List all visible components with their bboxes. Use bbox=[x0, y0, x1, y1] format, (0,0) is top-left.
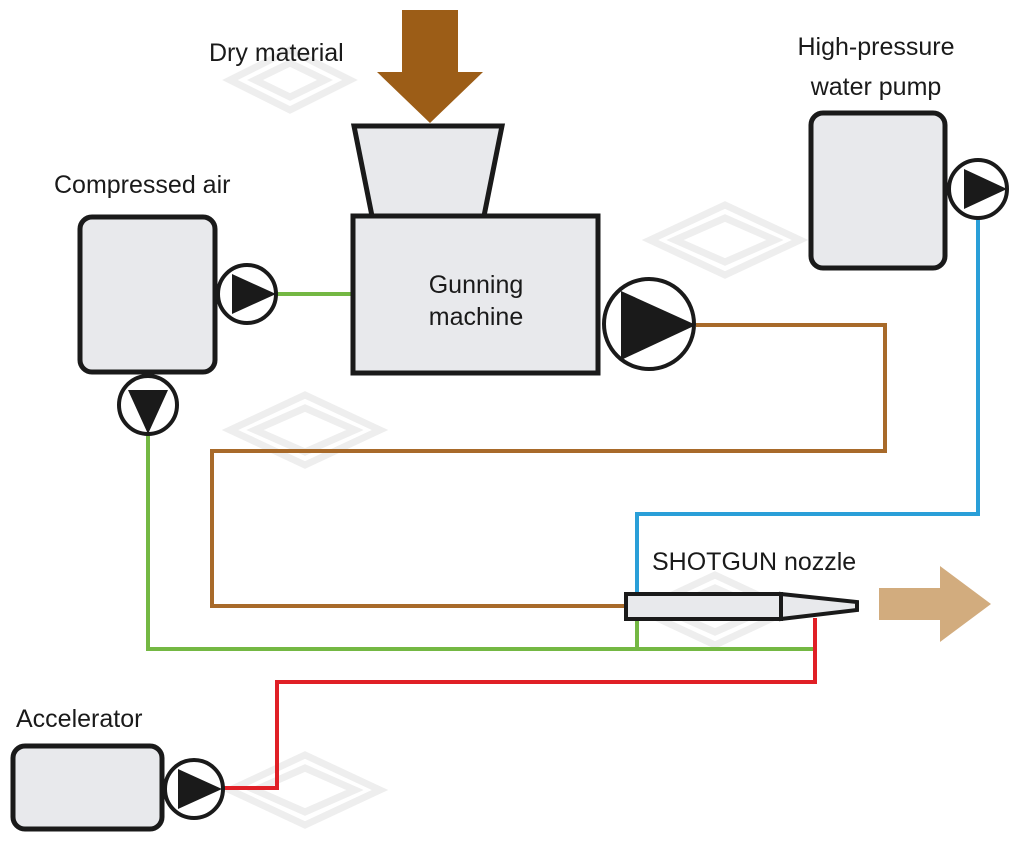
compressed-air-label: Compressed air bbox=[54, 171, 230, 199]
shotgun-nozzle bbox=[624, 591, 859, 622]
accelerator-label: Accelerator bbox=[16, 705, 142, 733]
water-pump-unit bbox=[808, 110, 948, 271]
material-line bbox=[210, 323, 887, 608]
output-arrow bbox=[879, 566, 991, 642]
compressed-air-unit bbox=[77, 214, 218, 375]
gunning-machine-label-line2: machine bbox=[429, 303, 524, 331]
compressed-air-pump-right-icon bbox=[216, 263, 278, 325]
accelerator-unit bbox=[10, 743, 165, 832]
gunning-machine-label-line1: Gunning bbox=[429, 271, 524, 299]
gunning-machine: Gunning machine bbox=[350, 213, 601, 376]
watermark bbox=[221, 46, 809, 829]
nozzle-label: SHOTGUN nozzle bbox=[652, 548, 856, 576]
compressed-air-pump-down-icon bbox=[117, 374, 179, 436]
water-pump-label-line1: High-pressure bbox=[797, 33, 954, 61]
dry-material-arrow bbox=[377, 10, 483, 123]
dry-material-label: Dry material bbox=[209, 39, 344, 67]
water-pump-icon bbox=[947, 158, 1009, 220]
water-pump-label-line2: water pump bbox=[810, 73, 942, 101]
air-line-to-nozzle bbox=[146, 432, 815, 651]
gunning-machine-pump-icon bbox=[602, 277, 696, 371]
accelerator-pump-icon bbox=[163, 758, 225, 820]
hopper bbox=[350, 123, 506, 219]
water-line bbox=[635, 217, 980, 594]
accelerator-line bbox=[222, 618, 817, 790]
